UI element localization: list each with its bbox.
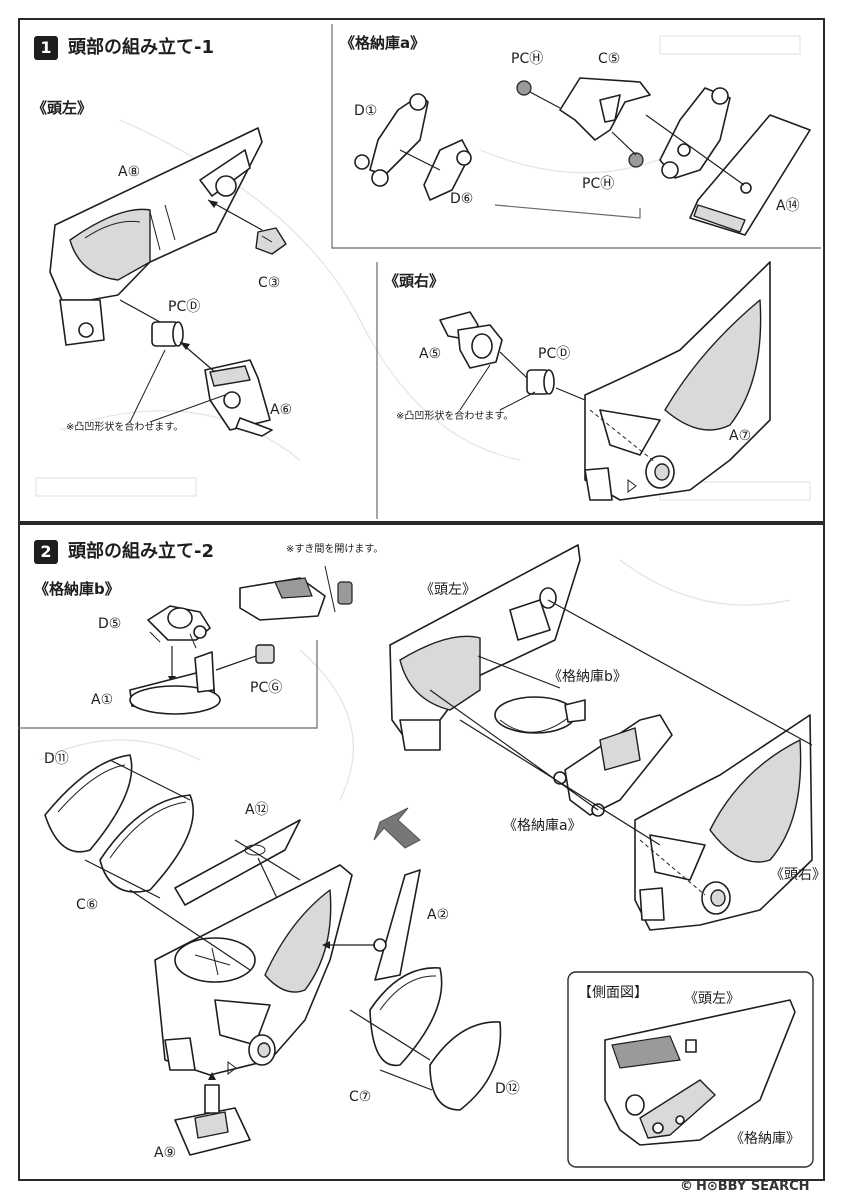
part-c7 — [369, 967, 443, 1067]
storage-a-box — [331, 24, 821, 249]
label-pcd-left: PCⒹ — [168, 299, 201, 315]
dashed-guide-right — [639, 839, 706, 896]
assembly-storage-b — [494, 696, 586, 734]
step1-title: 頭部の組み立て-1 — [68, 37, 214, 58]
watermark-copyright: © — [680, 1179, 693, 1194]
label-pcd-right: PCⒹ — [538, 346, 571, 362]
arrow-c3 — [207, 199, 263, 231]
pc-h-bottom — [628, 152, 644, 168]
part-c6 — [99, 794, 194, 893]
label-assy-storage-a: 《格納庫a》 — [503, 818, 582, 834]
part-a5 — [439, 311, 503, 369]
part-c5 — [559, 77, 651, 141]
assembly-head-right — [634, 714, 813, 931]
storage-b-box — [18, 640, 318, 729]
label-a7: A⑦ — [729, 428, 752, 444]
label-pcg: PCⒼ — [250, 680, 283, 696]
gap-detail — [239, 565, 353, 621]
storage-a-callout — [494, 204, 641, 219]
part-a9 — [174, 1084, 251, 1156]
label-a14: A⑭ — [776, 198, 800, 214]
label-d5: D⑤ — [98, 616, 122, 632]
side-view-head-left: 《頭左》 — [684, 991, 740, 1007]
label-d6: D⑥ — [450, 191, 474, 207]
head-left-part-a8 — [49, 127, 263, 346]
side-view-title: 【側面図】 — [578, 985, 648, 1001]
lower-head-assembly — [154, 864, 353, 1076]
part-a6 — [204, 359, 273, 437]
side-view-drawing — [604, 999, 796, 1146]
note-gap: ※すき間を開けます。 — [286, 544, 384, 555]
part-a1 — [129, 651, 221, 715]
storage-a-assembly — [659, 87, 731, 179]
label-assy-storage-b: 《格納庫b》 — [548, 669, 627, 685]
step2-number: 2 — [34, 540, 58, 564]
arrow-pcd-right — [555, 387, 586, 401]
pc-d-left — [151, 321, 184, 347]
part-d12 — [429, 1021, 502, 1111]
arrow-a5 — [499, 351, 528, 379]
guide-c7-d12 — [349, 1009, 433, 1091]
part-a12 — [174, 819, 301, 906]
label-c7: C⑦ — [349, 1089, 372, 1105]
direction-arrow — [373, 807, 421, 849]
assembly-storage-a — [553, 714, 673, 817]
part-d5 — [147, 605, 211, 649]
label-a2: A② — [427, 907, 450, 923]
head-right-part-a7 — [584, 261, 771, 501]
pc-h-top — [516, 80, 532, 96]
label-a6: A⑥ — [270, 402, 293, 418]
part-c3 — [255, 227, 287, 255]
step2-title: 頭部の組み立て-2 — [68, 541, 214, 562]
section-head-right: 《頭右》 — [384, 272, 445, 290]
label-a8: A⑧ — [118, 164, 141, 180]
label-a12: A⑫ — [245, 802, 269, 818]
arrow-pcd-left — [119, 299, 161, 323]
label-pch-top: PCⒽ — [511, 51, 544, 67]
note-right: ※凸凹形状を合わせます。 — [396, 411, 514, 422]
arrow-pcg — [215, 655, 257, 671]
label-pch-bottom: PCⒽ — [582, 176, 615, 192]
arrow-pch-top — [529, 91, 561, 109]
guide-lower — [129, 839, 301, 971]
step1-number: 1 — [34, 36, 58, 60]
label-a1: A① — [91, 692, 114, 708]
guide-d11-c6 — [84, 759, 191, 899]
arrow-pch-bottom — [611, 131, 637, 156]
assembly-guide-lines — [429, 599, 813, 846]
arrow-a14 — [645, 114, 745, 186]
label-c3: C③ — [258, 275, 281, 291]
note-right-leader — [459, 364, 536, 411]
label-d12: D⑫ — [495, 1081, 520, 1097]
section-head-left: 《頭左》 — [32, 99, 93, 117]
pc-d-right — [526, 369, 555, 395]
part-d1-d6 — [354, 93, 472, 201]
part-a14 — [689, 114, 811, 236]
note-left: ※凸凹形状を合わせます。 — [66, 422, 184, 433]
label-c5: C⑤ — [598, 51, 621, 67]
label-d11: D⑪ — [44, 751, 69, 767]
pc-g — [255, 644, 275, 664]
label-d1: D① — [354, 103, 378, 119]
section-storage-b: 《格納庫b》 — [34, 580, 120, 598]
label-assy-head-left: 《頭左》 — [420, 582, 476, 598]
label-assy-head-right: 《頭右》 — [770, 867, 826, 883]
part-a2 — [373, 869, 421, 981]
label-a5: A⑤ — [419, 346, 442, 362]
watermark-brand: H⊙BBY SEARCH — [696, 1179, 810, 1194]
section-storage-a: 《格納庫a》 — [340, 34, 426, 52]
part-d11 — [44, 754, 133, 853]
note-left-leader — [129, 349, 226, 423]
side-view-storage: 《格納庫》 — [730, 1131, 800, 1147]
label-c6: C⑥ — [76, 897, 99, 913]
label-a9: A⑨ — [154, 1145, 177, 1161]
